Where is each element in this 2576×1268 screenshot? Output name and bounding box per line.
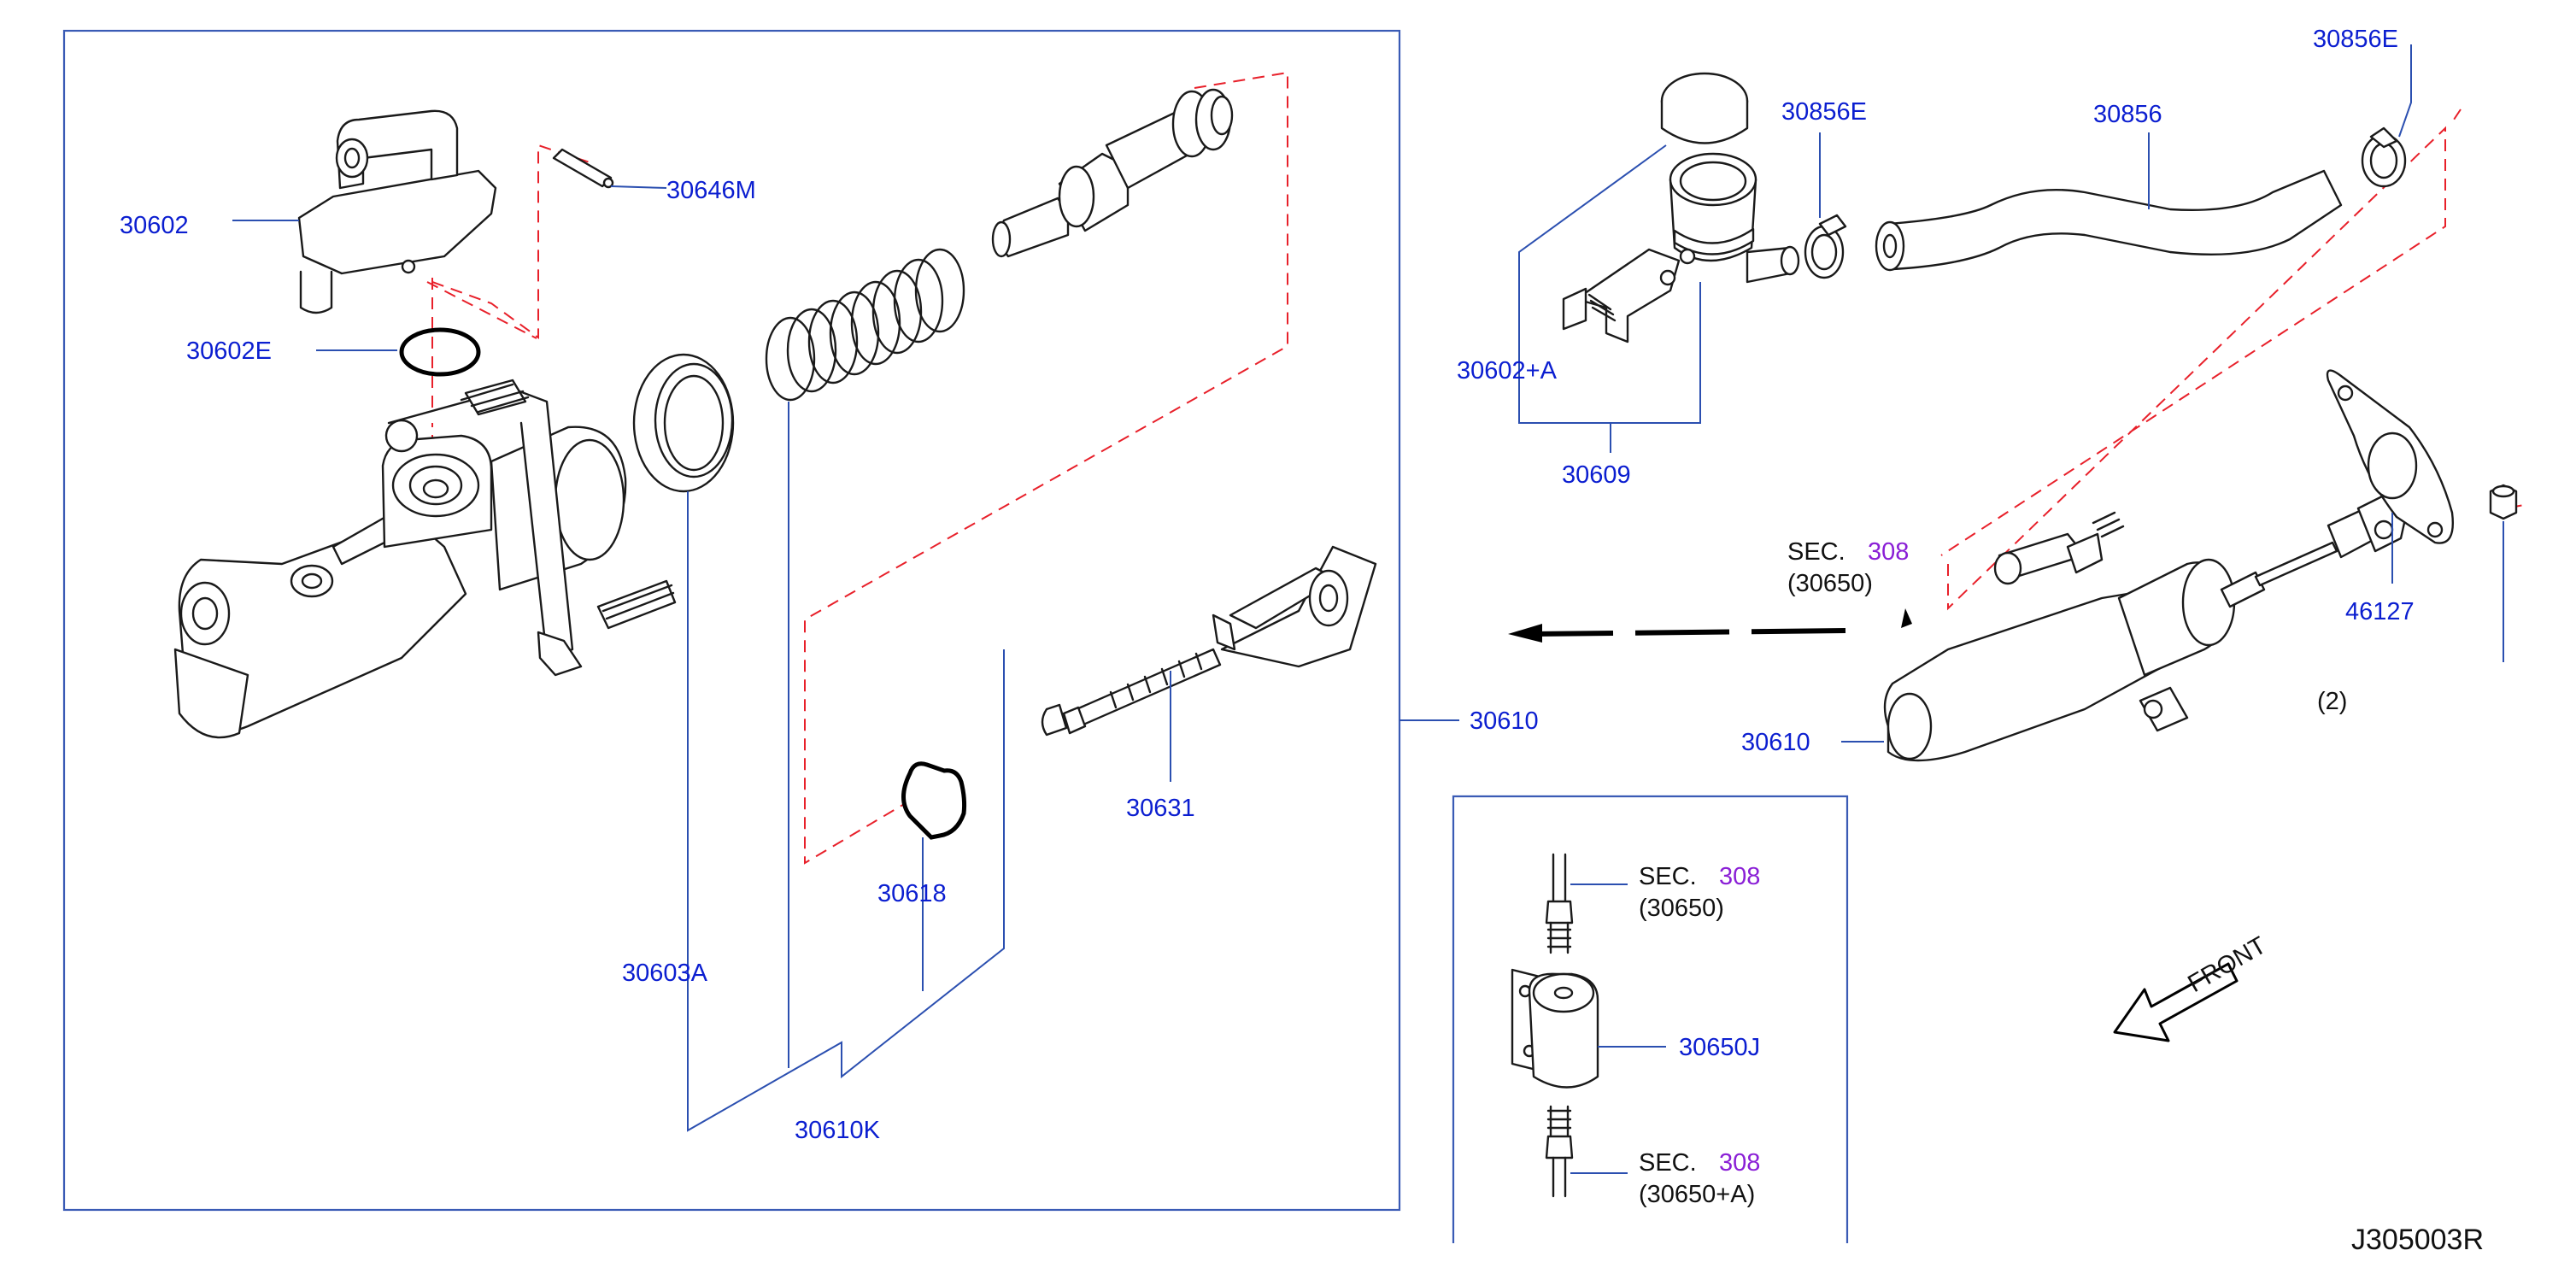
section-ref-main: SEC. 308 (30650) (1787, 538, 1909, 597)
o-ring-30602E (399, 327, 481, 377)
label-30618: 30618 (877, 880, 947, 907)
diagram-code: J305003R (2351, 1224, 2484, 1256)
master-cylinder-body (173, 379, 677, 739)
piston (991, 88, 1234, 258)
sec-label: SEC. (1639, 1149, 1697, 1177)
hose-30856 (1875, 169, 2343, 272)
sec-number: 308 (1719, 863, 1760, 890)
hose-clamp-30856E-b (2361, 126, 2407, 188)
assembly-frame-30610 (62, 29, 1401, 1212)
front-arrow-icon (2113, 962, 2239, 1042)
gasket-30618 (901, 761, 967, 840)
gasket-46127 (2326, 369, 2454, 544)
sec-label: SEC. (1639, 863, 1697, 890)
direction-arrow (1508, 608, 1912, 643)
alignment-guides (426, 71, 2530, 865)
inset-frame-30650J (1452, 795, 1849, 1243)
pipe-fitting-lower (1545, 1105, 1574, 1198)
sec-label: SEC. (1787, 538, 1845, 566)
label-30602E: 30602E (186, 338, 272, 365)
pin-30646M (552, 148, 614, 189)
label-30602: 30602 (120, 212, 189, 239)
label-30610-right: 30610 (1741, 729, 1810, 756)
label-30609: 30609 (1562, 461, 1631, 489)
section-ref-inset-lower: SEC. 308 (30650+A) (1639, 1149, 1760, 1208)
push-rod-30631 (1041, 545, 1377, 737)
sec-number: 308 (1719, 1149, 1760, 1177)
sec-ref-code: (30650) (1639, 895, 1724, 922)
nut-08911 (2489, 484, 2518, 520)
pipe-fitting-upper (1545, 853, 1574, 954)
label-30602A: 30602+A (1457, 357, 1558, 385)
reservoir-30609 (1562, 72, 1800, 343)
sec-number: 308 (1868, 538, 1909, 566)
label-08911-qty: (2) (2317, 688, 2347, 715)
front-label: FRONT (2184, 931, 2272, 998)
master-cylinder-assembly-right (1883, 490, 2411, 762)
label-30610K: 30610K (795, 1117, 881, 1144)
return-spring (765, 248, 965, 402)
seal-30603A (632, 353, 735, 493)
label-30603A: 30603A (622, 960, 708, 987)
section-ref-inset-upper: SEC. 308 (30650) (1639, 863, 1760, 922)
hose-clamp-30856E-a (1804, 214, 1847, 279)
label-30650J: 30650J (1679, 1034, 1760, 1061)
label-30856E-a: 30856E (1781, 98, 1867, 126)
label-30856: 30856 (2093, 101, 2162, 128)
label-30631: 30631 (1126, 795, 1195, 822)
label-30646M: 30646M (666, 177, 756, 204)
label-46127: 46127 (2345, 598, 2415, 625)
bracket-30650J (1511, 968, 1599, 1089)
label-30610-main: 30610 (1470, 707, 1539, 735)
reservoir-tank-30602 (297, 109, 497, 314)
leader-lines (232, 44, 2504, 1174)
sec-ref-code: (30650) (1787, 570, 1873, 597)
label-30856E-b: 30856E (2313, 26, 2398, 53)
sec-ref-code: (30650+A) (1639, 1181, 1755, 1208)
